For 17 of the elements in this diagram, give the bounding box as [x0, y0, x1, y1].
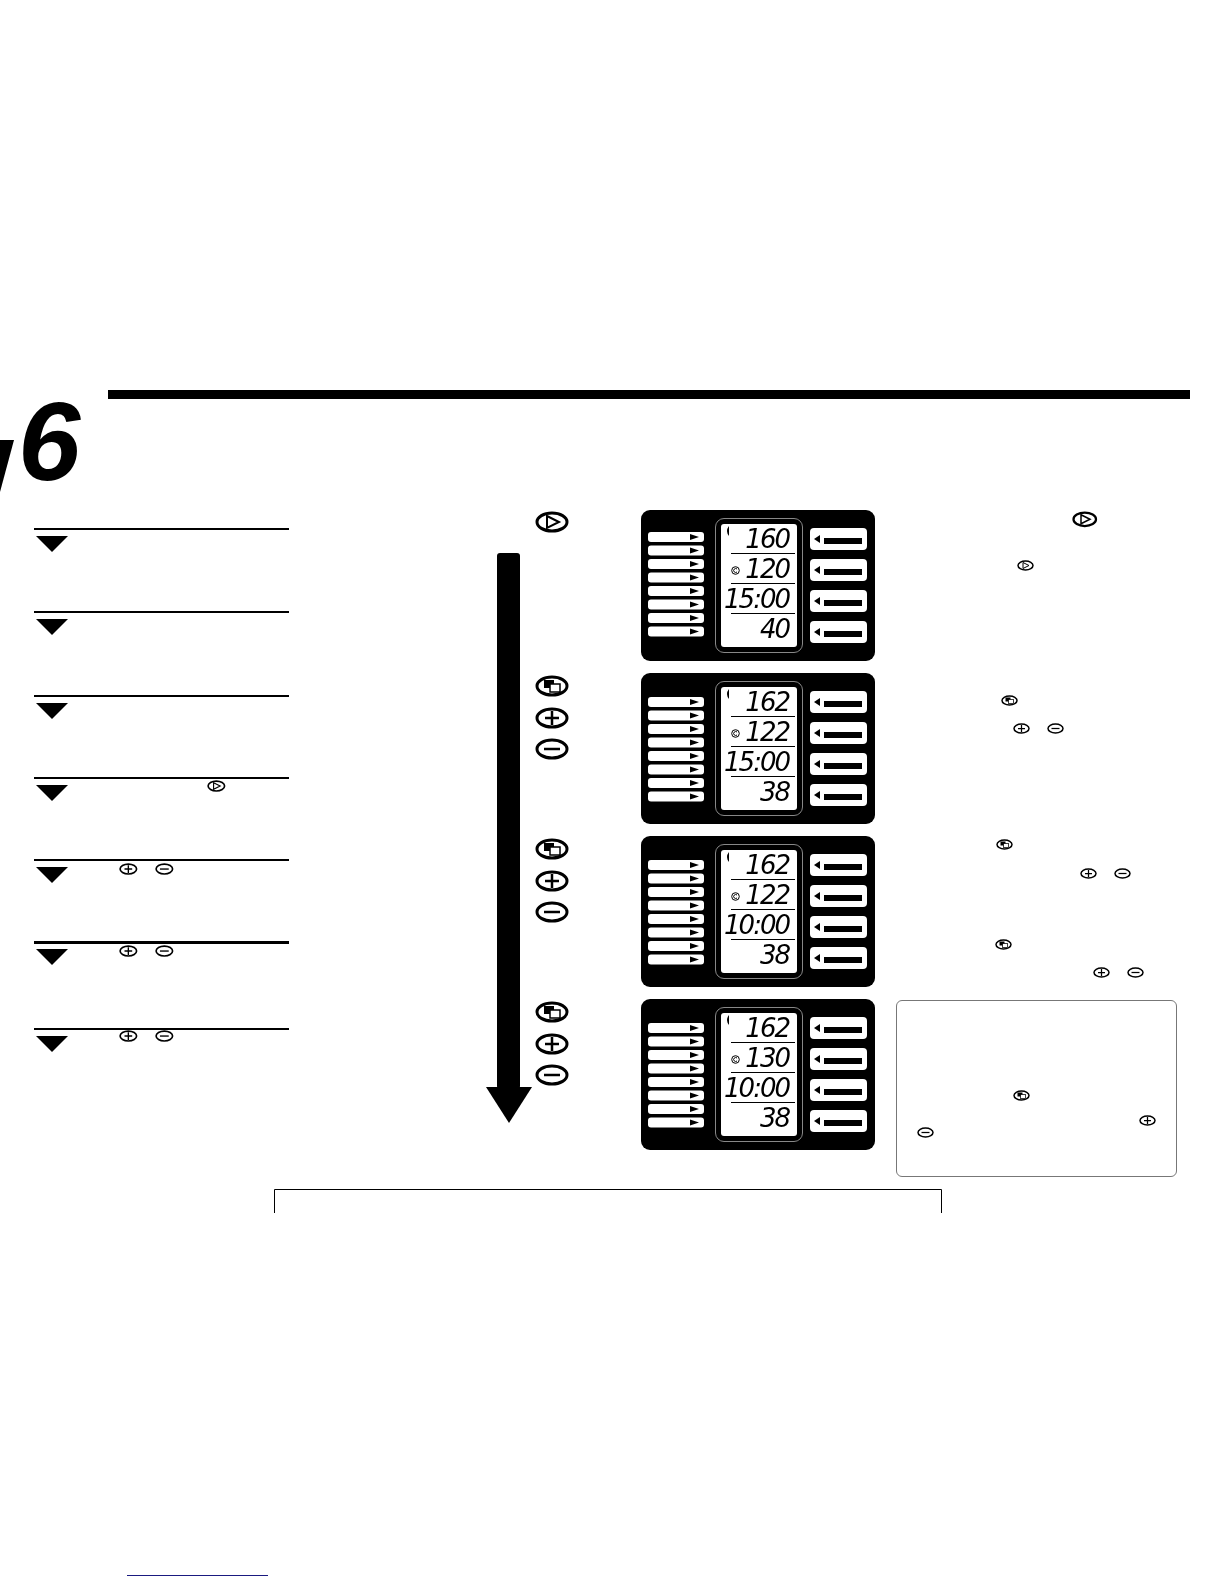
chapter-number: 6 — [18, 392, 81, 492]
lcd-reading: 162 — [745, 688, 789, 716]
lcd-reading: 120 — [745, 555, 789, 583]
lcd-reading: 162 — [745, 851, 789, 879]
lcd-reading: 38 — [759, 941, 789, 969]
lcd-reading: 162 — [745, 1014, 789, 1042]
lcd-reading: 160 — [745, 525, 789, 553]
lcd-reading: 38 — [759, 778, 789, 806]
lcd-reading: 15:00 — [724, 585, 789, 613]
lcd-reading: 38 — [759, 1104, 789, 1132]
lcd-reading: 10:00 — [724, 1074, 789, 1102]
lcd-reading: 15:00 — [724, 748, 789, 776]
lcd-reading: 122 — [745, 718, 789, 746]
lcd-reading: 122 — [745, 881, 789, 909]
lcd-reading: 130 — [745, 1044, 789, 1072]
lcd-reading: 10:00 — [724, 911, 789, 939]
lcd-reading: 40 — [759, 615, 789, 643]
